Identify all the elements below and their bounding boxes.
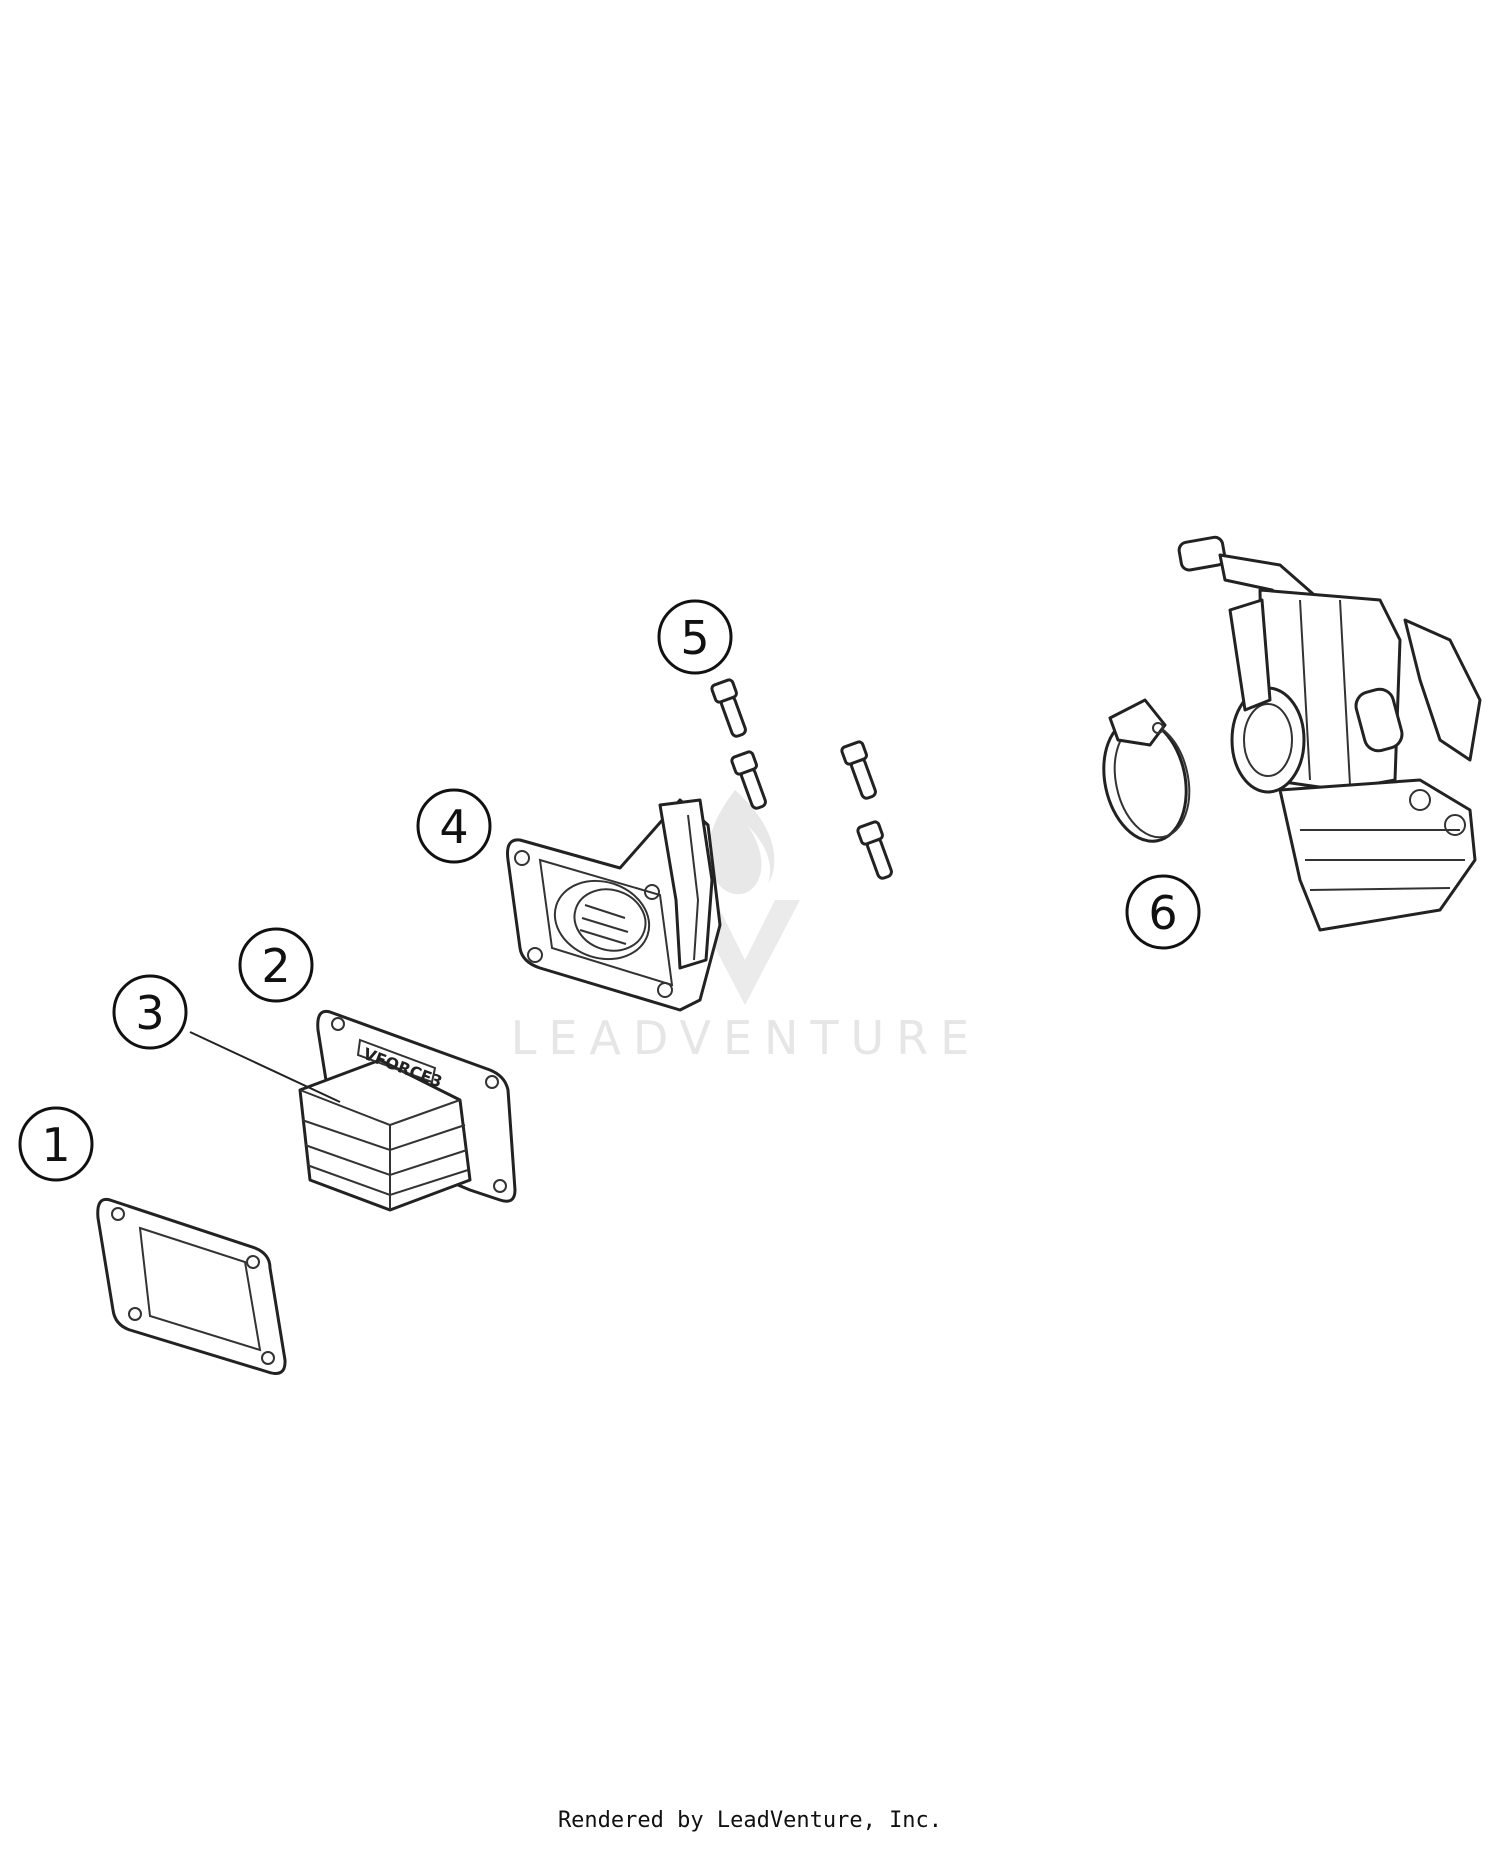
callout-1-label: 1 <box>41 1118 70 1172</box>
callout-5: 5 <box>657 599 733 675</box>
watermark-text: LEADVENTURE <box>511 1011 982 1065</box>
screw-3 <box>840 740 877 800</box>
screw-4 <box>856 820 893 880</box>
callout-6-label: 6 <box>1148 886 1177 940</box>
part-carburetor <box>1177 535 1482 932</box>
screw-1 <box>710 678 747 738</box>
callout-6: 6 <box>1125 874 1201 950</box>
watermark-flame-icon <box>708 790 775 895</box>
part-intake-flange <box>506 798 722 1012</box>
part-screws <box>710 678 893 880</box>
callout-4: 4 <box>416 788 492 864</box>
screw-2 <box>730 750 767 810</box>
callout-3-label: 3 <box>135 986 164 1040</box>
callout-4-label: 4 <box>439 800 468 854</box>
callout-3: 3 <box>112 974 188 1050</box>
part-reed-valve: VFORCE3 <box>298 1009 517 1212</box>
callout-2: 2 <box>238 927 314 1003</box>
footer-credit: Rendered by LeadVenture, Inc. <box>557 1808 943 1833</box>
callout-1: 1 <box>18 1106 94 1182</box>
part-hose-clamp <box>1102 698 1191 843</box>
callout-5-label: 5 <box>680 611 709 665</box>
leader-line-3 <box>189 1031 341 1103</box>
callout-2-label: 2 <box>261 939 290 993</box>
part-gasket <box>96 1197 287 1375</box>
